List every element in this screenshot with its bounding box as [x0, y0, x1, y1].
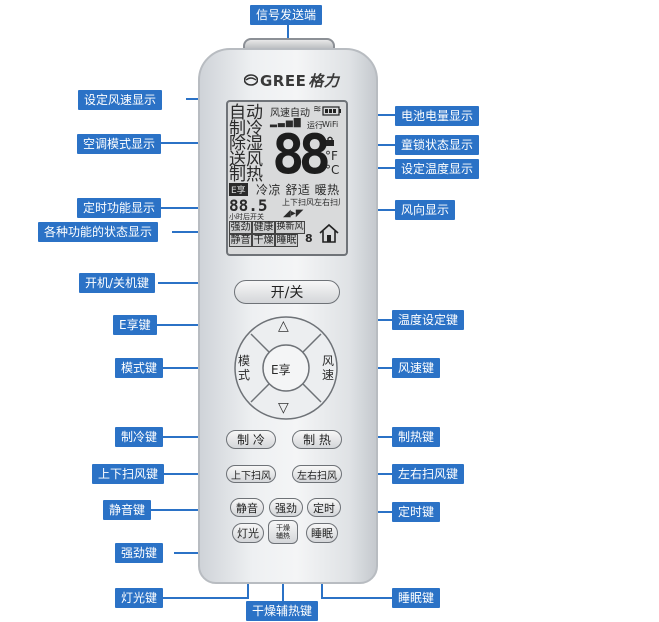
- label-signal: 信号发送端: [250, 5, 323, 25]
- battery-icon: [322, 106, 341, 116]
- label-timer-display: 定时功能显示: [77, 198, 162, 218]
- lcd-set-temperature: 88: [272, 123, 331, 186]
- lcd-func-health: 健康: [252, 221, 275, 234]
- lcd-timer: 88.5: [229, 196, 268, 215]
- label-fan-speed-display: 设定风速显示: [78, 90, 163, 110]
- child-lock-icon: [326, 136, 334, 146]
- lcd-func-turbo: 强劲: [229, 221, 252, 234]
- lcd-mode-cool: 制冷: [229, 118, 263, 139]
- label-dry-key: 干燥辅热键: [246, 601, 319, 621]
- lcd-timer-sub: 小时后开关: [229, 213, 264, 221]
- label-quiet-key: 静音键: [103, 500, 152, 520]
- label-e-key: E享键: [113, 315, 157, 335]
- swing-fan-icon: ◢▸◤: [283, 208, 304, 219]
- lcd-e-badge: E享: [229, 183, 248, 196]
- dpad: [234, 316, 338, 420]
- lcd-mode-heat: 制热: [229, 165, 263, 185]
- label-timer-key: 定时键: [392, 502, 441, 522]
- lcd-func-dry: 干燥: [252, 234, 275, 247]
- sleep-button[interactable]: 睡眠: [306, 523, 338, 543]
- label-cool-key: 制冷键: [115, 427, 164, 447]
- lcd-mode-dry: 除湿: [229, 134, 263, 154]
- turbo-button[interactable]: 强劲: [269, 498, 303, 517]
- label-lr-swing-key: 左右扫风键: [392, 464, 465, 484]
- lcd-comfort: 冷凉 舒适 暖热: [256, 183, 340, 197]
- timer-button[interactable]: 定时: [307, 498, 341, 517]
- lcd-func-fresh-air: 换新风: [275, 221, 305, 234]
- label-heat-key: 制热键: [392, 427, 441, 447]
- e-share-button[interactable]: E享: [271, 363, 291, 377]
- temp-up-button[interactable]: △: [278, 318, 289, 334]
- lcd-run: 运行: [307, 121, 323, 130]
- label-function-status-display: 各种功能的状态显示: [38, 222, 159, 242]
- label-ud-swing-key: 上下扫风键: [92, 464, 165, 484]
- mode-button[interactable]: 模式: [238, 354, 251, 382]
- lcd-fan-speed: 风速自动: [270, 108, 310, 119]
- temp-down-button[interactable]: ▽: [278, 400, 289, 416]
- quiet-button[interactable]: 静音: [230, 498, 264, 517]
- lcd-mode-fan: 送风: [229, 149, 263, 170]
- lcd-fan-bars: ▂▃▅▇: [270, 118, 302, 128]
- lcd-wifi: WiFi: [322, 120, 339, 129]
- wifi-signal-icon: ≋: [313, 104, 322, 115]
- light-button[interactable]: 灯光: [232, 523, 264, 543]
- fan-speed-button[interactable]: 风速: [322, 354, 335, 382]
- lcd-unit-f: °F: [325, 149, 338, 163]
- gree-logo-icon: [244, 74, 258, 86]
- cool-button[interactable]: 制 冷: [226, 430, 276, 449]
- label-set-temp-display: 设定温度显示: [395, 159, 480, 179]
- label-light-key: 灯光键: [115, 588, 164, 608]
- lcd-unit-c: °C: [325, 163, 340, 177]
- label-temp-key: 温度设定键: [392, 310, 465, 330]
- lcd-func-digit: 8: [305, 232, 313, 245]
- lcd-mode-auto: 自动: [229, 103, 263, 123]
- label-battery-display: 电池电量显示: [395, 106, 480, 126]
- label-child-lock-display: 童锁状态显示: [395, 135, 480, 155]
- lr-swing-button[interactable]: 左右扫风: [292, 465, 342, 483]
- heat-button[interactable]: 制 热: [292, 430, 342, 449]
- lcd-mode-list: 自动 制冷 除湿 送风 制热: [229, 103, 269, 185]
- label-power-key: 开机/关机键: [79, 273, 156, 293]
- lcd-func-sleep: 睡眠: [275, 234, 298, 247]
- label-swing-display: 风向显示: [395, 200, 456, 220]
- power-button[interactable]: 开/关: [234, 280, 340, 304]
- label-sleep-key: 睡眠键: [392, 588, 441, 608]
- home-icon: [319, 223, 339, 243]
- lcd-func-quiet: 静音: [229, 234, 252, 247]
- ud-swing-button[interactable]: 上下扫风: [226, 465, 276, 483]
- dry-heat-button[interactable]: 干燥辅热: [268, 520, 298, 544]
- lcd-swing: 上下扫风左右扫风: [282, 198, 340, 207]
- label-ac-mode-display: 空调模式显示: [77, 134, 162, 154]
- label-mode-key: 模式键: [115, 358, 164, 378]
- label-fan-key: 风速键: [392, 358, 441, 378]
- label-turbo-key: 强劲键: [115, 543, 164, 563]
